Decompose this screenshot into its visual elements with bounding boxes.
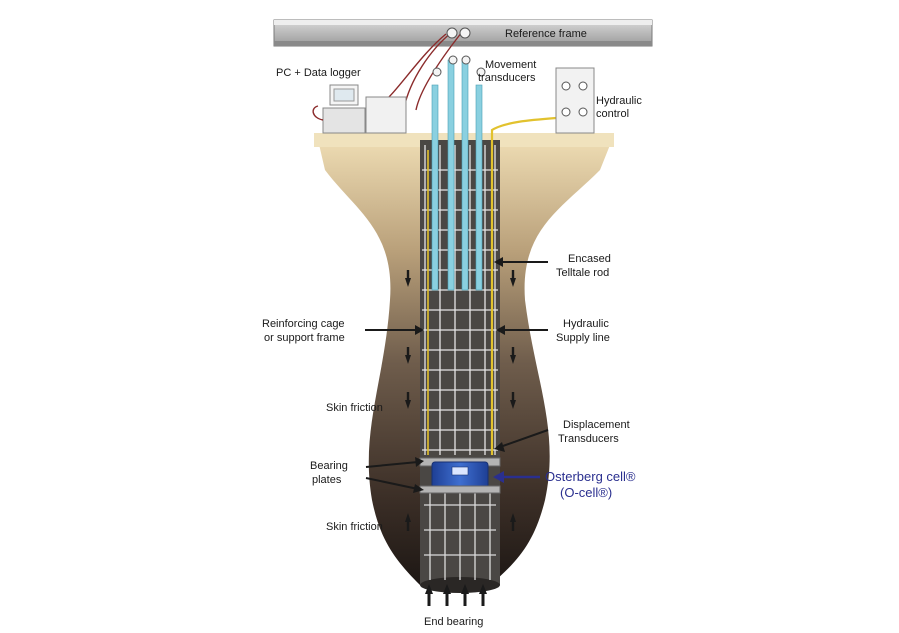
end-bearing-arrows xyxy=(425,584,487,606)
bearing-plates-label-2: plates xyxy=(312,474,342,486)
bearing-plates-label-1: Bearing xyxy=(310,460,348,472)
gauge-icons xyxy=(432,27,486,77)
pile-base xyxy=(420,577,500,593)
hydraulic-control-label-2: control xyxy=(596,108,629,120)
lower-bearing-plate xyxy=(419,485,501,494)
reinforcing-cage-label-2: or support frame xyxy=(264,332,345,344)
reinforcing-cage-label-1: Reinforcing cage xyxy=(262,318,345,330)
osterberg-cell-label-2: (O-cell®) xyxy=(560,485,612,500)
skin-friction-up-arrows xyxy=(405,513,516,531)
reference-frame-label: Reference frame xyxy=(505,28,587,40)
displacement-transducers-label-2: Transducers xyxy=(558,433,619,445)
hydraulic-supply-line-label-2: Supply line xyxy=(556,332,610,344)
encased-telltale-rod-label-2: Telltale rod xyxy=(556,267,609,279)
pc-data-logger xyxy=(312,84,407,134)
lower-cage xyxy=(424,490,496,580)
hydraulic-control-label-1: Hydraulic xyxy=(596,95,642,107)
skin-friction-down-arrows xyxy=(405,270,516,409)
ocell-pointer xyxy=(493,471,540,483)
displacement-transducers-label-1: Displacement xyxy=(563,419,630,431)
osterberg-cell-label-1: Osterberg cell® xyxy=(545,469,636,484)
skin-friction-upper-label: Skin friction xyxy=(326,402,383,414)
movement-transducers-label-2: transducers xyxy=(478,72,536,84)
encased-telltale-rod-label-1: Encased xyxy=(568,253,611,265)
pc-data-logger-label: PC + Data logger xyxy=(276,67,361,79)
movement-transducers-label-1: Movement xyxy=(485,59,536,71)
hydraulic-control-box xyxy=(555,67,595,134)
hydraulic-supply-line xyxy=(490,116,557,455)
end-bearing-label: End bearing xyxy=(424,616,483,628)
hydraulic-supply-line-label-1: Hydraulic xyxy=(563,318,609,330)
skin-friction-lower-label: Skin friction xyxy=(326,521,383,533)
ocell-logo-icon xyxy=(451,466,469,476)
leader-lines xyxy=(365,257,549,493)
